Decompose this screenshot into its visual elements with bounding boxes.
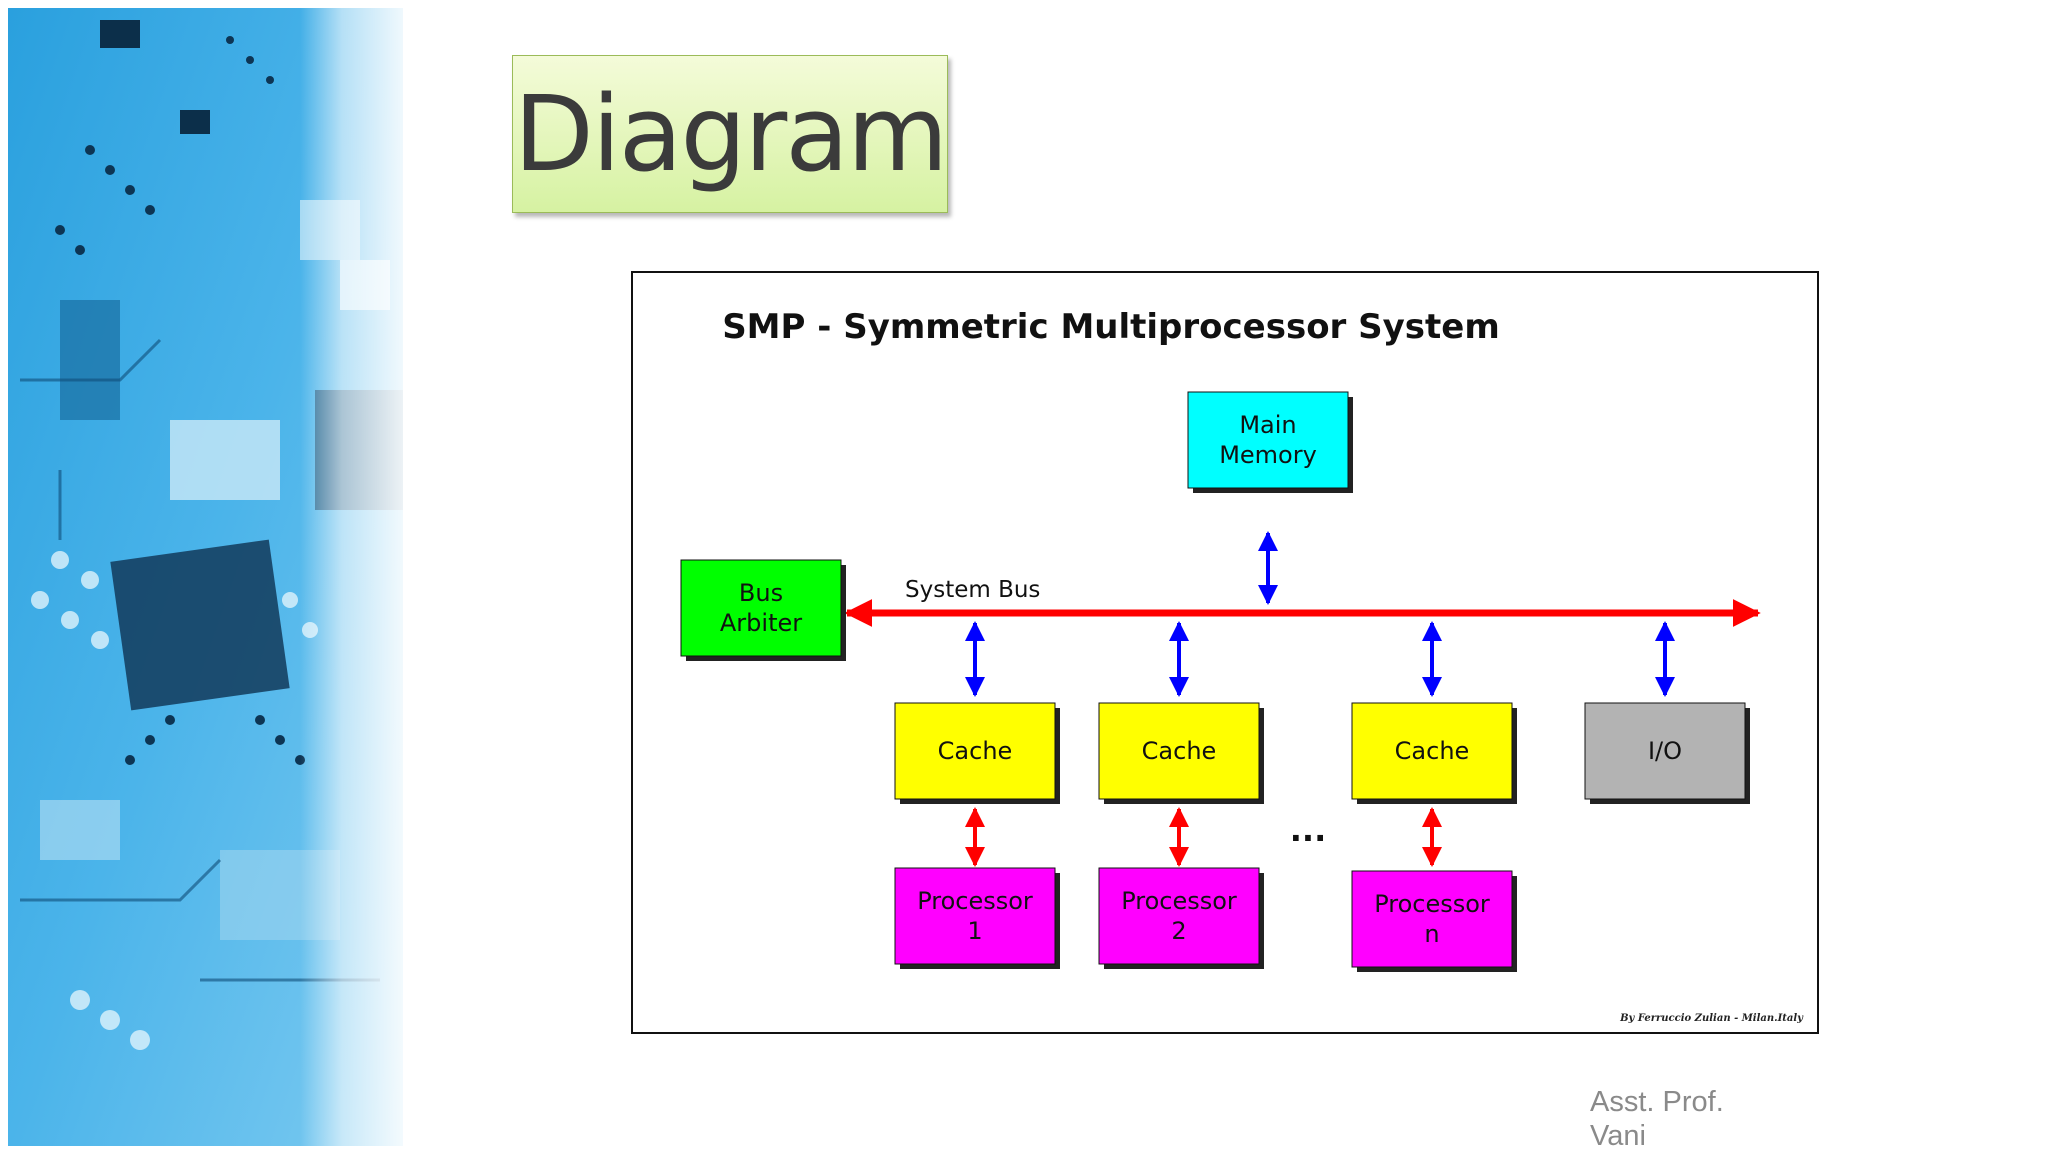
diagram-title: SMP - Symmetric Multiprocessor System (722, 307, 1500, 347)
author-line-1: Asst. Prof. (1590, 1086, 1724, 1118)
diagram-credit: By Ferruccio Zulian - Milan.Italy (1619, 1013, 1804, 1024)
io-box: I/O (1584, 702, 1750, 804)
processor-box-2: Processor 2 (1098, 867, 1264, 969)
processor-label-1-line2: 1 (967, 917, 982, 945)
cache-box-2: Cache (1098, 702, 1264, 804)
bus-arbiter-label-line2: Arbiter (720, 609, 802, 637)
cache-box-n: Cache (1351, 702, 1517, 804)
main-memory-label-line2: Memory (1219, 441, 1317, 469)
smp-diagram: SMP - Symmetric Multiprocessor System Sy… (631, 271, 1819, 1034)
processor-label-n-line2: n (1424, 920, 1439, 948)
processor-label-2-line1: Processor (1121, 887, 1237, 915)
main-memory-label-line1: Main (1239, 411, 1296, 439)
processor-label-1-line1: Processor (917, 887, 1033, 915)
processor-box-n: Processor n (1351, 870, 1517, 972)
slide-title: Diagram (513, 73, 949, 195)
bus-arbiter-label-line1: Bus (739, 579, 783, 607)
main-memory-box: Main Memory (1187, 391, 1353, 493)
circuit-board-image (0, 0, 420, 1152)
ellipsis: ... (1290, 811, 1326, 849)
cache-label-2: Cache (1142, 737, 1217, 765)
bus-arbiter-box: Bus Arbiter (680, 559, 846, 661)
author-credit: Asst. Prof. Vani (1590, 1085, 1790, 1153)
system-bus-label: System Bus (905, 577, 1040, 603)
author-line-2: Vani (1590, 1120, 1646, 1152)
cache-box-1: Cache (894, 702, 1060, 804)
processor-box-1: Processor 1 (894, 867, 1060, 969)
io-label: I/O (1648, 737, 1682, 765)
cache-label-n: Cache (1395, 737, 1470, 765)
processor-label-n-line1: Processor (1374, 890, 1490, 918)
cache-label-1: Cache (938, 737, 1013, 765)
slide-title-box: Diagram (512, 55, 948, 213)
processor-label-2-line2: 2 (1171, 917, 1186, 945)
